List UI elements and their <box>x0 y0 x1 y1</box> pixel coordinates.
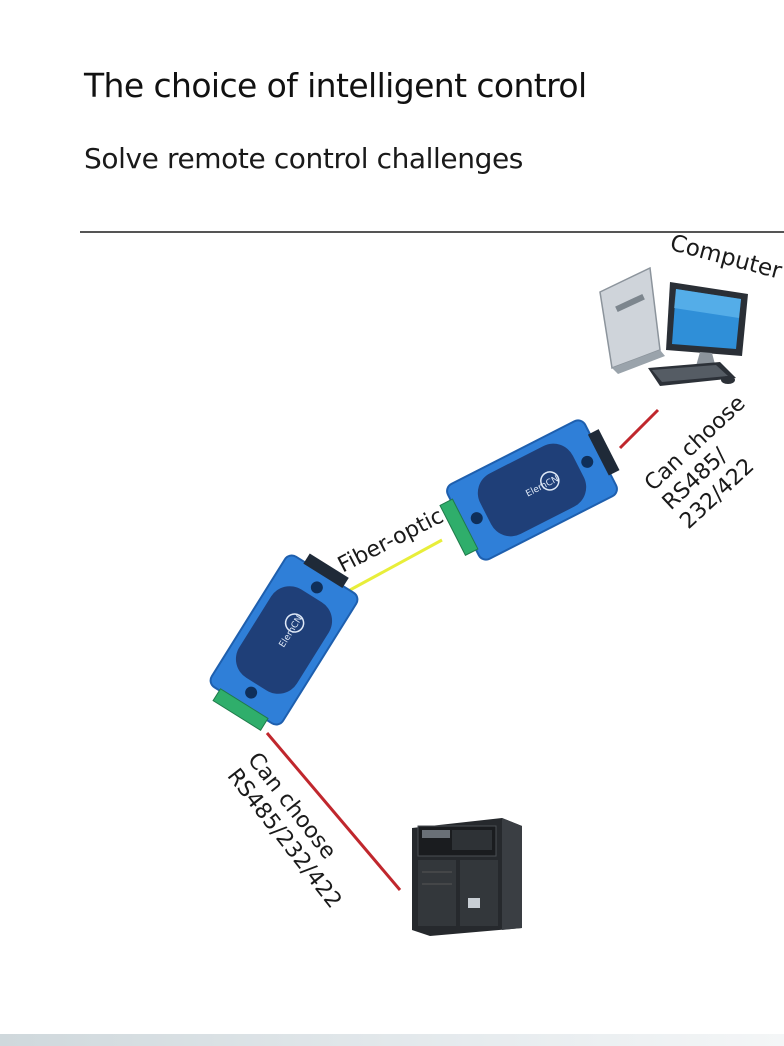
page-title: The choice of intelligent control <box>84 66 587 105</box>
page-subtitle: Solve remote control challenges <box>84 142 523 175</box>
computer-icon <box>599 266 748 386</box>
fiber-converter-upper: ElemCN <box>439 419 620 561</box>
plc-controller-icon <box>412 818 522 936</box>
header-divider <box>80 231 784 233</box>
serial-cable-top <box>618 408 660 450</box>
fiber-converter-lower: ElemCN <box>209 553 359 732</box>
fiber-optic-cable <box>349 538 443 592</box>
serial-cable-bottom <box>265 732 402 891</box>
footer-bar <box>0 1034 784 1046</box>
